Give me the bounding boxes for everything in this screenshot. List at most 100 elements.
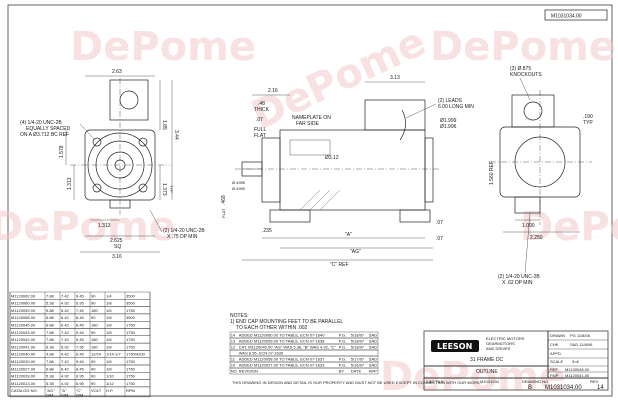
table-cell: 1/6 [106,308,112,313]
table-cell: 3500 [126,315,136,320]
svg-text:M1120041.00: M1120041.00 [565,373,590,378]
revision-cell: P.G. [339,356,347,361]
table-cell: 5.88 [46,308,55,313]
svg-text:ELECTRIC MOTORS: ELECTRIC MOTORS [486,336,525,341]
table-cell: 6.95 [76,301,85,306]
table-cell: 5.38 [46,381,55,386]
table-cell: 6.42 [61,323,70,328]
leeson-logo [431,340,479,352]
svg-text:NAMEPLATE ON: NAMEPLATE ON [292,115,331,121]
table-cell: M1120062.00 [11,293,36,298]
svg-text:REV: REV [590,379,599,384]
revision-cell: 13 [231,338,236,343]
svg-text:KNOCKOUTS: KNOCKOUTS [510,72,542,78]
svg-text:.235: .235 [262,228,272,234]
svg-text:3.16: 3.16 [112,254,122,260]
table-cell: 1750 [126,330,136,335]
revision-cell: 12 [231,344,236,349]
table-cell: 6.95 [76,381,85,386]
table-cell: 6.88 [46,366,55,371]
svg-text:FLAT: FLAT [221,208,226,218]
svg-text:1.313: 1.313 [67,177,73,190]
table-cell: 7.88 [46,330,55,335]
table-cell: 6.88 [46,323,55,328]
table-cell: 7.42 [61,359,70,364]
table-cell: 4.92 [61,374,70,379]
svg-text:2.16: 2.16 [268,88,278,94]
table-cell: M1120059.00 [11,308,36,313]
svg-text:SQ: SQ [114,244,121,250]
svg-text:GEARMOTORS: GEARMOTORS [486,341,515,346]
svg-text:(4) 1/4-20 UNC-2B: (4) 1/4-20 UNC-2B [20,120,62,126]
svg-text:1.578: 1.578 [59,145,65,158]
table-header: "C" [76,388,82,393]
table-cell: 8.45 [76,315,85,320]
table-cell: 180 [91,308,98,313]
table-cell: 6.88 [46,315,55,320]
revision-cell: 10 [231,362,236,367]
table-cell: 90 [91,330,96,335]
svg-text:ON A Ø3.712 BC REF: ON A Ø3.712 BC REF [20,132,69,138]
revision-cell: APP [369,368,377,373]
svg-text:3.44: 3.44 [173,130,179,140]
table-header: RPM [126,388,135,393]
table-cell: 90 [91,374,96,379]
table-cell: 1/8 [106,301,112,306]
table-cell: M1120040.00 [11,352,36,357]
table-cell: M1120042.00 [11,337,36,342]
table-cell: 90 [91,301,96,306]
svg-text:DePome: DePome [380,354,566,400]
svg-text:SAD 11/8/06: SAD 11/8/06 [570,342,593,347]
revision-cell: 14 [231,332,236,337]
table-cell: 1750 [126,337,136,342]
revision-cell: SAD [369,362,377,367]
table-cell: 3500 [126,301,136,306]
svg-text:.468: .468 [221,195,227,205]
table-header: "AG" [46,388,55,393]
revision-cell: SAD [369,344,377,349]
svg-text:X .75 DP MIN: X .75 DP MIN [167,234,198,240]
table-cell: 1/8 [106,323,112,328]
table-cell: 5.42 [61,308,70,313]
svg-text:2.625: 2.625 [110,238,123,244]
table-cell: 1750/4200 [126,352,146,357]
note-line-2: TO EACH OTHER WITHIN .002 [236,325,308,331]
table-cell: M1120058.00 [11,315,36,320]
svg-text:3=8: 3=8 [572,359,580,364]
svg-text:EQUALLY SPACED: EQUALLY SPACED [26,126,71,132]
table-cell: 8.45 [76,366,85,371]
table-cell: 7.88 [46,359,55,364]
svg-text:X .62 DP MIN: X .62 DP MIN [502,280,533,286]
table-subheader: DIM [46,392,53,397]
table-cell: 1/4 [106,293,112,298]
side-view: 3.13 2.16 .48 THICK .07 FULL FLAT Ø3.12 … [221,75,474,268]
table-cell: 180 [91,337,98,342]
table-header: CATALOG NO. [11,388,38,393]
table-cell: 90 [91,293,96,298]
revision-cell: DATE [351,368,362,373]
table-cell: 90 [91,366,96,371]
revision-cell: P.G. [339,344,347,349]
revision-cell: CAT. M1120040.00 "AG" WAS 5.38, "B" WAS … [239,344,337,349]
table-cell: 6.42 [61,315,70,320]
svg-text:CHK: CHK [550,342,559,347]
table-cell: 1/6 [106,337,112,342]
revision-cell: ADDED M1120058.00 TO TABLE, ECN 07-1637 [239,356,325,361]
table-cell: 7.42 [61,330,70,335]
table-cell: 4.92 [61,381,70,386]
table-cell: M1120039.00 [11,359,36,364]
svg-text:TYP: TYP [583,120,593,126]
revision-row: WAS 6.95, ECN 07-1639 [229,349,379,357]
table-cell: 7.45 [76,308,85,313]
svg-text:Ø1.996: Ø1.996 [440,124,457,130]
svg-text:M1031034: M1031034 [480,379,500,384]
